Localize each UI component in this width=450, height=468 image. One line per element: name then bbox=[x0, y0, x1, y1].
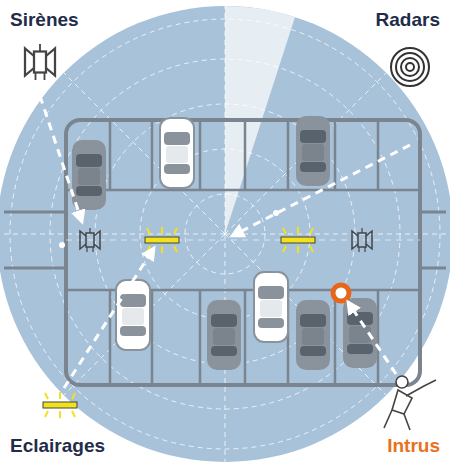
label-text: Radars bbox=[376, 10, 440, 31]
label-text: Eclairages bbox=[10, 436, 105, 457]
label-text: Sirènes bbox=[10, 10, 79, 31]
label-text: Intrus bbox=[387, 436, 440, 457]
